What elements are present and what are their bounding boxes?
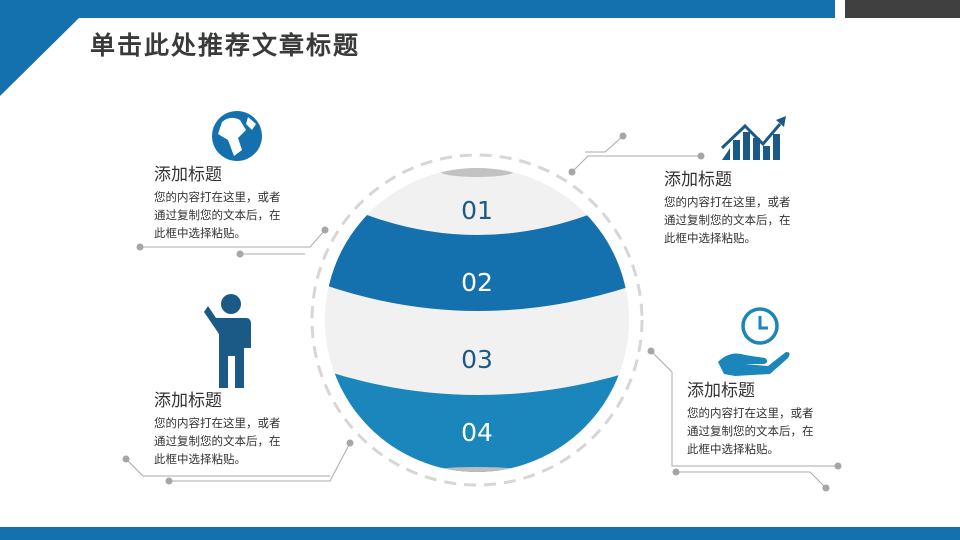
text-block-top-left[interactable]: 添加标题 您的内容打在这里，或者 通过复制您的文本后，在 此框中选择粘贴。 <box>154 164 324 242</box>
corner-triangle <box>0 17 80 96</box>
body-line: 此框中选择粘贴。 <box>664 231 756 245</box>
body-line: 您的内容打在这里，或者 <box>154 416 281 430</box>
body-line: 此框中选择粘贴。 <box>154 452 246 466</box>
clock-in-hand-icon <box>718 307 790 376</box>
block-title: 添加标题 <box>687 381 755 401</box>
sphere-band-02-label: 02 <box>461 268 493 297</box>
connector-lines <box>125 135 838 489</box>
top-accent-bar <box>0 0 835 18</box>
body-line: 您的内容打在这里，或者 <box>687 406 814 420</box>
body-line: 您的内容打在这里，或者 <box>664 195 791 209</box>
sphere-band-01-label: 01 <box>461 196 493 225</box>
sphere-band-03-label: 03 <box>461 345 493 374</box>
body-line: 通过复制您的文本后，在 <box>154 208 281 222</box>
text-block-top-right[interactable]: 添加标题 您的内容打在这里，或者 通过复制您的文本后，在 此框中选择粘贴。 <box>664 169 834 247</box>
block-title: 添加标题 <box>154 391 222 411</box>
block-body: 您的内容打在这里，或者 通过复制您的文本后，在 此框中选择粘贴。 <box>664 193 834 247</box>
text-block-bottom-left[interactable]: 添加标题 您的内容打在这里，或者 通过复制您的文本后，在 此框中选择粘贴。 <box>154 390 324 468</box>
band-02-shape <box>325 215 629 311</box>
body-line: 此框中选择粘贴。 <box>687 442 779 456</box>
body-line: 通过复制您的文本后，在 <box>154 434 281 448</box>
block-body: 您的内容打在这里，或者 通过复制您的文本后，在 此框中选择粘贴。 <box>687 404 857 458</box>
block-body: 您的内容打在这里，或者 通过复制您的文本后，在 此框中选择粘贴。 <box>154 188 324 242</box>
page-title[interactable]: 单击此处推荐文章标题 <box>90 31 361 60</box>
body-line: 您的内容打在这里，或者 <box>154 190 281 204</box>
block-title: 添加标题 <box>154 165 222 185</box>
sphere-band-04-label: 04 <box>461 418 493 447</box>
connector-dots <box>122 132 842 492</box>
growth-chart-icon <box>720 116 786 160</box>
top-gray-bar <box>845 0 960 18</box>
sphere <box>325 168 629 472</box>
globe-icon <box>212 111 262 161</box>
body-line: 此框中选择粘贴。 <box>154 226 246 240</box>
block-title: 添加标题 <box>664 170 732 190</box>
body-line: 通过复制您的文本后，在 <box>687 424 814 438</box>
text-block-bottom-right[interactable]: 添加标题 您的内容打在这里，或者 通过复制您的文本后，在 此框中选择粘贴。 <box>687 380 857 458</box>
dashed-ring <box>310 153 644 487</box>
bottom-accent-bar <box>0 527 960 540</box>
block-body: 您的内容打在这里，或者 通过复制您的文本后，在 此框中选择粘贴。 <box>154 414 324 468</box>
person-icon <box>204 294 251 388</box>
body-line: 通过复制您的文本后，在 <box>664 213 791 227</box>
